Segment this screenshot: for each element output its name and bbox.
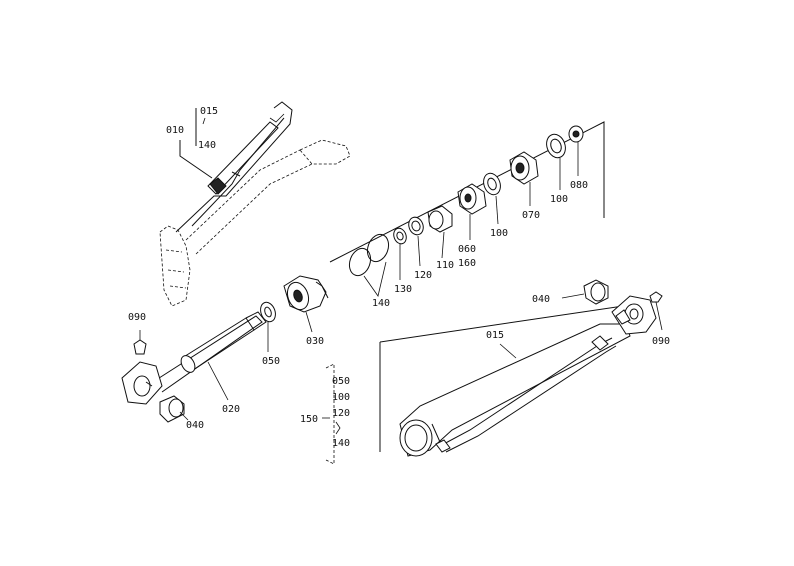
bushing-left — [159, 395, 185, 423]
callout-090-right: 090 — [652, 336, 670, 347]
callout-020: 020 — [222, 404, 240, 415]
callout-110: 110 — [436, 260, 454, 271]
section-box-outline — [329, 121, 651, 452]
kit-bracket-150 — [322, 363, 335, 465]
piston-rod-assembly — [121, 311, 267, 405]
piston-030 — [283, 275, 329, 313]
kit-item-140: 140 — [332, 438, 350, 449]
callout-top-010: 010 — [166, 125, 184, 136]
callout-top-140: 140 — [198, 140, 216, 151]
grease-nipple-right — [649, 291, 663, 331]
gland-060 — [457, 183, 487, 240]
loader-inset-drawing — [159, 101, 351, 307]
kit-item-120: 120 — [332, 408, 350, 419]
grease-nipple-left — [133, 330, 147, 355]
callout-160: 160 — [458, 258, 476, 269]
callout-100-a: 100 — [550, 194, 568, 205]
callout-015: 015 — [486, 330, 504, 341]
cylinder-assembly-015 — [399, 295, 657, 457]
o-rings-140 — [348, 233, 390, 297]
ring-050 — [260, 301, 276, 323]
callout-130: 130 — [394, 284, 412, 295]
kit-label-150: 150 — [300, 414, 318, 425]
nut-080 — [568, 125, 584, 176]
callout-050: 050 — [262, 356, 280, 367]
callout-040-left: 040 — [186, 420, 204, 431]
callout-080: 080 — [570, 180, 588, 191]
ring-100-b — [483, 172, 501, 225]
ring-120 — [408, 216, 424, 267]
callout-090-left: 090 — [128, 312, 146, 323]
ring-130 — [393, 227, 407, 280]
bushing-right — [561, 279, 609, 305]
callout-070: 070 — [522, 210, 540, 221]
kit-item-050: 050 — [332, 376, 350, 387]
callout-top-015: 015 — [200, 106, 218, 117]
callout-060: 060 — [458, 244, 476, 255]
callout-030: 030 — [306, 336, 324, 347]
callout-040-right: 040 — [532, 294, 550, 305]
callout-140: 140 — [372, 298, 390, 309]
bush-110 — [427, 205, 453, 259]
callout-120: 120 — [414, 270, 432, 281]
cylinder-head-070 — [509, 151, 539, 206]
callout-100-b: 100 — [490, 228, 508, 239]
ring-100-a — [546, 133, 566, 190]
kit-item-100: 100 — [332, 392, 350, 403]
